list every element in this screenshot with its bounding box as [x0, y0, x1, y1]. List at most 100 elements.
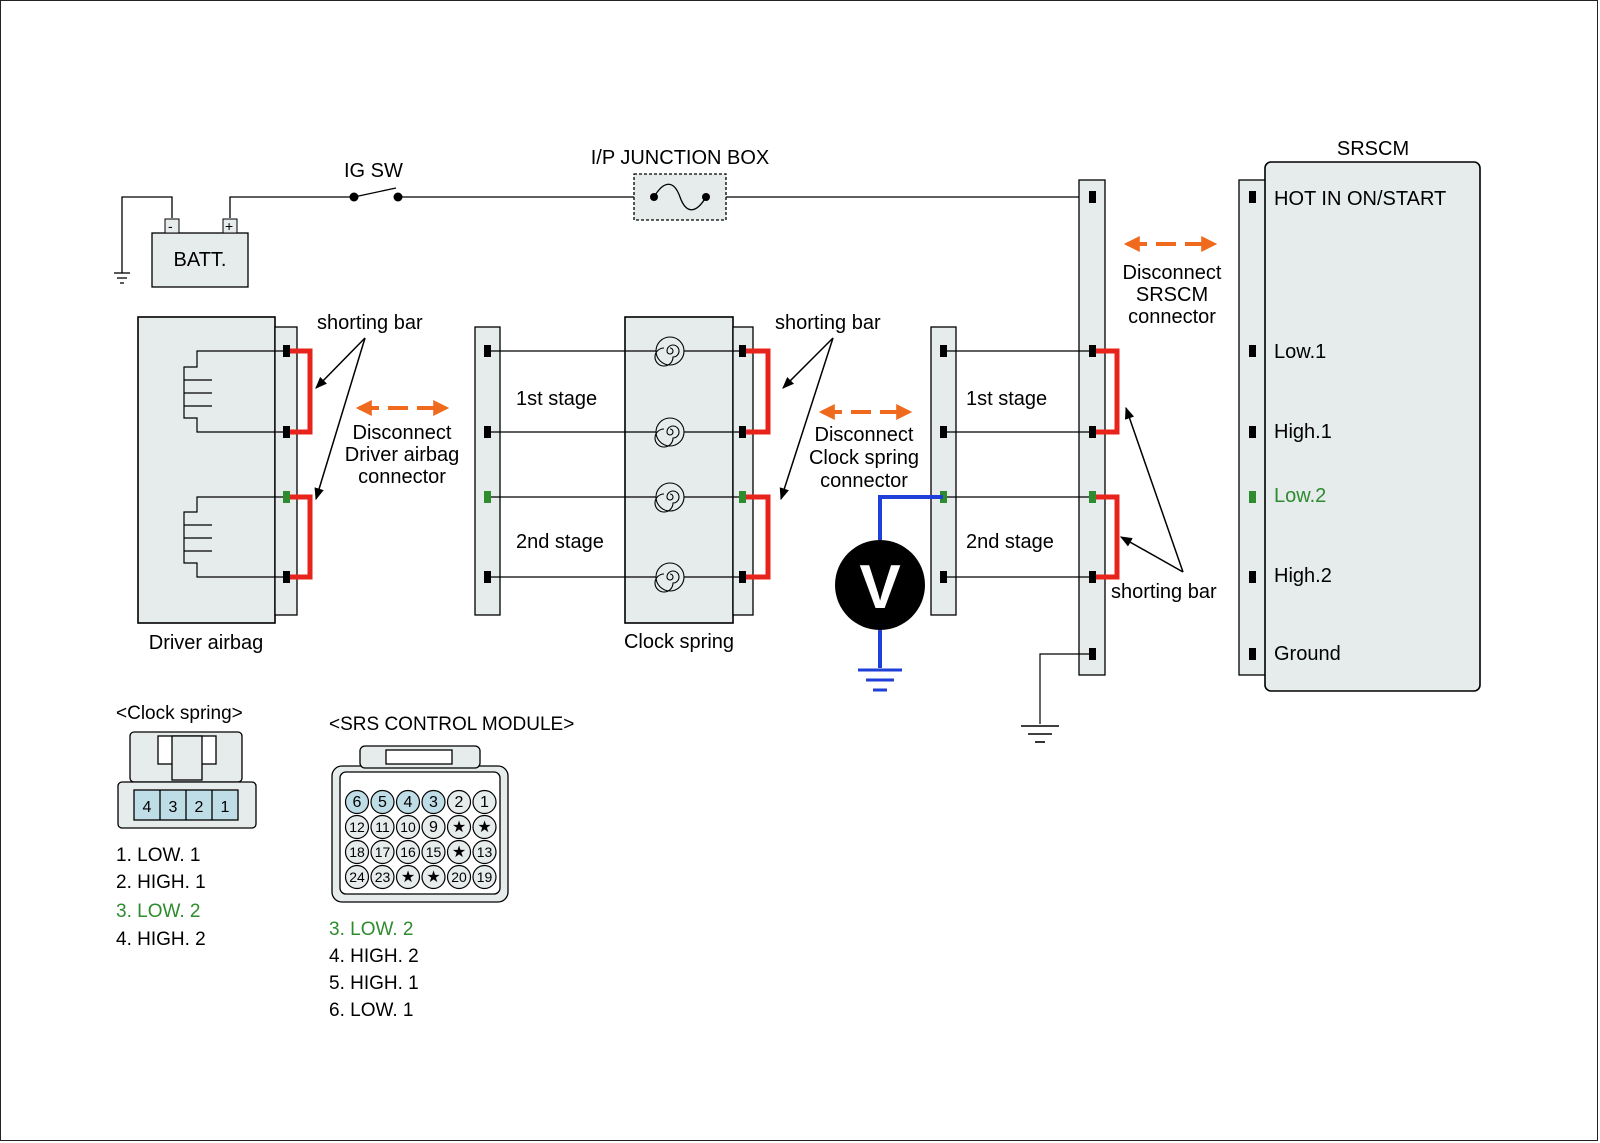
- shorting-bar-callouts: [314, 337, 1184, 573]
- ground-symbol-harness: [1021, 725, 1059, 743]
- disconnect-clock-line2: Clock spring: [809, 447, 919, 469]
- srscm-pin-low2: Low.2: [1274, 485, 1326, 507]
- disconnect-driver-line3: connector: [358, 466, 446, 488]
- clock-spring-output-connector: [732, 326, 754, 616]
- battery-minus-sign: -: [168, 218, 173, 234]
- srs-pin-circle: [421, 839, 446, 865]
- srs-pin: 20: [446, 864, 472, 890]
- shorting-bar-clock-2: [743, 494, 771, 580]
- srscm-pin-high2: High.2: [1274, 565, 1332, 587]
- clock-connector-title: <Clock spring>: [116, 703, 243, 724]
- srs-pin-label: ★: [452, 844, 466, 861]
- srs-pin: 13: [472, 839, 497, 865]
- srs-pin-label: 17: [375, 844, 391, 860]
- srs-pin: 12: [344, 814, 370, 840]
- srs-pin: 6: [344, 789, 370, 815]
- shorting-bar-label-airbag: shorting bar: [317, 312, 423, 334]
- srs-pin-label: ★: [477, 819, 491, 836]
- srs-pin: ★: [446, 839, 472, 865]
- srs-pin-circle: [395, 864, 421, 890]
- clock-connector-pin-2: 2: [195, 799, 204, 816]
- airbag-squib-2: [183, 496, 285, 578]
- srs-pin: 9: [421, 814, 446, 840]
- srs-pin: ★: [472, 814, 497, 840]
- srs-pin: 24: [344, 864, 370, 890]
- ig-sw-contact-right: [393, 192, 403, 202]
- driver-airbag-label: Driver airbag: [149, 632, 263, 654]
- srs-pin-label: ★: [426, 869, 440, 886]
- srs-pin-circle: [446, 814, 472, 840]
- srs-pin-label: 20: [451, 869, 467, 885]
- srs-pin: ★: [421, 864, 446, 890]
- clock-spring-label: Clock spring: [624, 631, 734, 653]
- shorting-bar-label-clock: shorting bar: [775, 312, 881, 334]
- srs-pin: 2: [446, 789, 472, 815]
- srs-pin: 23: [370, 864, 395, 890]
- battery-label: BATT.: [174, 249, 227, 271]
- srs-pin-circle: [472, 814, 497, 840]
- disconnect-driver-line2: Driver airbag: [345, 444, 459, 466]
- shorting-bar-clock-1: [743, 348, 771, 435]
- disconnect-clock-line3: connector: [820, 470, 908, 492]
- clock-spring-wires: [488, 350, 743, 578]
- srs-pin-label: 16: [400, 844, 416, 860]
- srscm-harness-connector-left: [930, 326, 957, 616]
- shorting-bar-airbag-2: [287, 494, 313, 580]
- srs-pin-label: 18: [349, 844, 365, 860]
- srs-legend-3: 3. LOW. 2: [329, 919, 413, 940]
- srs-pin: 1: [472, 789, 497, 815]
- srscm-pin-ground: Ground: [1274, 643, 1341, 665]
- srs-pin-label: 19: [477, 869, 493, 885]
- srs-pin-circle: [370, 839, 395, 865]
- clock-connector-pin-4: 4: [143, 799, 152, 816]
- ig-sw-label: IG SW: [344, 160, 403, 182]
- clock-connector-pin-3: 3: [169, 799, 178, 816]
- driver-airbag: [137, 316, 276, 624]
- stage-2-label-left: 2nd stage: [516, 531, 604, 553]
- srs-pin-label: 2: [455, 794, 464, 811]
- shorting-bar-srscm-1: [1094, 348, 1120, 435]
- srs-pin: 4: [395, 789, 421, 815]
- clock-legend-2: 2. HIGH. 1: [116, 872, 206, 893]
- srs-pin: 16: [395, 839, 421, 865]
- srs-connector-title: <SRS CONTROL MODULE>: [329, 714, 574, 735]
- srs-pin-circle: [395, 814, 421, 840]
- clock-connector-pin-1: 1: [221, 799, 230, 816]
- driver-airbag-connector: [274, 326, 298, 616]
- shorting-bar-label-srscm: shorting bar: [1111, 581, 1217, 603]
- coil-icon-3: [654, 482, 685, 513]
- srs-pin-circle: [421, 789, 446, 815]
- srs-pin-label: 23: [375, 869, 391, 885]
- srs-pin: 17: [370, 839, 395, 865]
- srs-pin-label: 6: [353, 794, 362, 811]
- coil-icon-2: [654, 417, 685, 448]
- srs-pin: 3: [421, 789, 446, 815]
- srs-pin-label: 9: [429, 819, 438, 836]
- coil-icon-4: [654, 562, 685, 593]
- srs-pin: ★: [446, 814, 472, 840]
- srs-pin-circle: [421, 864, 446, 890]
- srs-pin-circle: [370, 814, 395, 840]
- clock-spring-coils: [654, 336, 685, 593]
- battery: [151, 232, 249, 288]
- srs-pin-circle: [472, 789, 497, 815]
- srs-pin-circle: [395, 839, 421, 865]
- probe-wire: [878, 495, 943, 540]
- disconnect-driver-line1: Disconnect: [353, 422, 452, 444]
- srs-pin-circle: [344, 789, 370, 815]
- srs-pin: 10: [395, 814, 421, 840]
- srs-pin: 15: [421, 839, 446, 865]
- airbag-squib-1: [183, 350, 285, 433]
- clock-legend-1: 1. LOW. 1: [116, 845, 200, 866]
- srs-pin-label: 15: [426, 844, 442, 860]
- srs-pin-label: ★: [452, 819, 466, 836]
- srs-pin-circle: [421, 814, 446, 840]
- probe-ground-symbol: [858, 668, 902, 692]
- srs-pin-circle: [446, 839, 472, 865]
- stage-1-label-left: 1st stage: [516, 388, 597, 410]
- battery-plus-terminal: [222, 218, 238, 234]
- pin-terminals: [283, 191, 1256, 660]
- shorting-bar-airbag-1: [287, 348, 313, 435]
- harness-wires: [943, 350, 1092, 724]
- disconnect-arrows: [355, 236, 1218, 420]
